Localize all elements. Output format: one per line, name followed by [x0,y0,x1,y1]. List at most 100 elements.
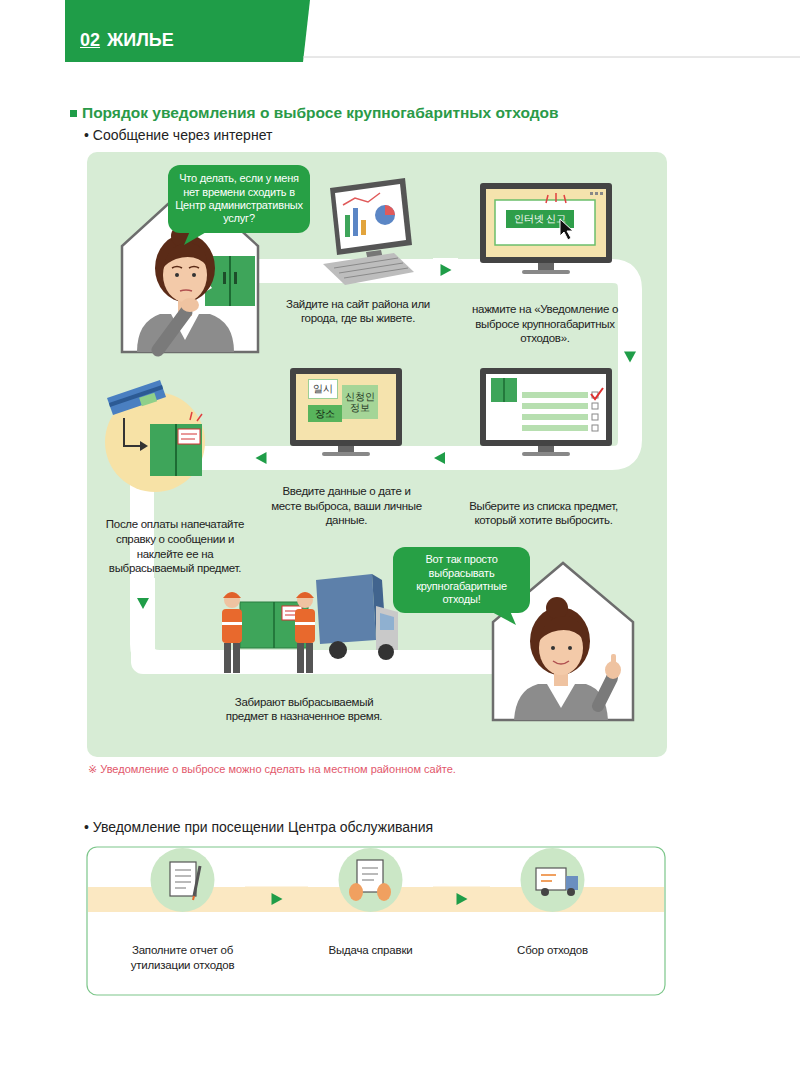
certificate-icon [349,883,363,901]
truck-illustration [329,641,347,659]
truck-icon [541,875,556,881]
header-tab [65,0,303,62]
step-caption: Введите данные о дате и месте выброса, в… [269,484,424,528]
bubble-shape [168,165,310,233]
worker-illustration [297,592,313,608]
header-tab [65,0,800,62]
computer-icon [334,258,408,278]
monitor-icon [495,200,595,245]
step-box: После оплаты напечатайте справку о сообщ… [95,388,255,578]
step-caption: Заполните отчет об утилизации отходов [120,943,245,973]
payment-illustration [107,380,166,415]
page-title: Порядок уведомления о выбросе крупногаба… [82,104,559,122]
step-caption: нажмите на «Уведомление о выбросе крупно… [465,302,625,346]
form-icon [194,866,200,896]
circle-shape [308,848,433,918]
payment-illustration [109,385,163,407]
monitor-icon [590,192,593,195]
worker-illustration [223,592,241,598]
payment-illustration [181,434,197,439]
mouse-cursor [560,219,573,240]
monitor-icon [546,193,566,203]
step-caption: Выдача справки [308,943,433,958]
monitor-icon [591,388,603,399]
circle-shape [521,848,585,912]
certificate-icon [377,883,391,901]
arrow-head [137,598,149,609]
monitor-icon [522,270,570,274]
payment-illustration [105,380,205,492]
worker-illustration [222,609,242,643]
arrow-head [434,452,445,464]
bubble-shape [393,547,530,613]
step-box: Введите данные о дате и месте выброса, в… [268,365,425,530]
computer-icon [323,253,414,285]
header-tab [303,0,310,62]
computer-icon [385,205,395,215]
wardrobe-icon [234,272,237,284]
form-field: 일시 [308,379,338,399]
section-box [87,847,665,995]
worker-illustration [224,643,231,673]
truck-illustration [380,613,394,630]
woman-thinking [163,243,207,268]
field-text: 장소 [315,408,334,420]
woman-thumbs-up [530,607,590,675]
worker-illustration [296,592,314,598]
step-circle: Заполните отчет об утилизации отходов [120,848,245,983]
arrow-head [256,452,267,464]
field-text: 신청인 정보 [342,391,378,414]
monitor-icon [296,374,396,440]
monitor-icon [503,378,505,402]
worker-illustration [295,622,315,625]
speech-bubble: Вот так просто выбрасывать крупногабарит… [393,547,530,613]
woman-thumbs-up [514,597,621,720]
panel-background [87,152,667,757]
flow-connector [255,446,268,470]
mouse-cursor [560,219,573,240]
truck-illustration [316,574,376,644]
worker-illustration [222,592,315,673]
woman-thinking [180,290,192,291]
subheading: • Сообщение через интернет [84,127,272,143]
payment-illustration [139,393,157,407]
flow-connector [433,893,490,905]
woman-thinking [137,225,234,352]
title-bullet [70,110,77,117]
step-box: Выберите из списка предмет, который хоти… [455,365,632,530]
woman-thumbs-up [611,654,616,666]
bubble-tail [184,231,208,245]
monitor-icon [600,192,603,195]
flow-connector [425,446,455,470]
flow-connector [624,348,636,365]
step-box: нажмите на «Уведомление о выбросе крупно… [458,180,632,348]
monitor-icon [522,403,588,409]
monitor-icon [538,446,554,452]
truck-icon [536,868,566,890]
screen-button: 인터넷 신고 [506,210,574,228]
monitor-icon [486,189,606,257]
worker-illustration [297,643,304,673]
certificate-icon [357,860,383,892]
panel-background [87,152,667,757]
worker-illustration [233,643,240,673]
truck-icon [566,876,578,890]
monitor-icon [322,452,370,456]
circle-shape [490,848,615,918]
monitor-icon [522,425,588,431]
step-circle: Сбор отходов [490,848,615,983]
worker-illustration [222,622,242,625]
arrow-head [624,352,636,363]
bubble-tail [490,611,516,625]
monitor-icon [491,378,517,402]
step-caption: Зайдите на сайт района или города, где в… [283,297,433,326]
computer-icon [335,184,406,249]
woman-thumbs-up [568,646,572,650]
monitor-icon [595,192,598,195]
flow-connector [255,452,268,464]
payment-illustration [124,418,140,446]
bubble-text: Что делать, если у меня нет времени сход… [172,172,306,226]
arrow-head [272,893,283,905]
monitor-icon [480,183,612,263]
